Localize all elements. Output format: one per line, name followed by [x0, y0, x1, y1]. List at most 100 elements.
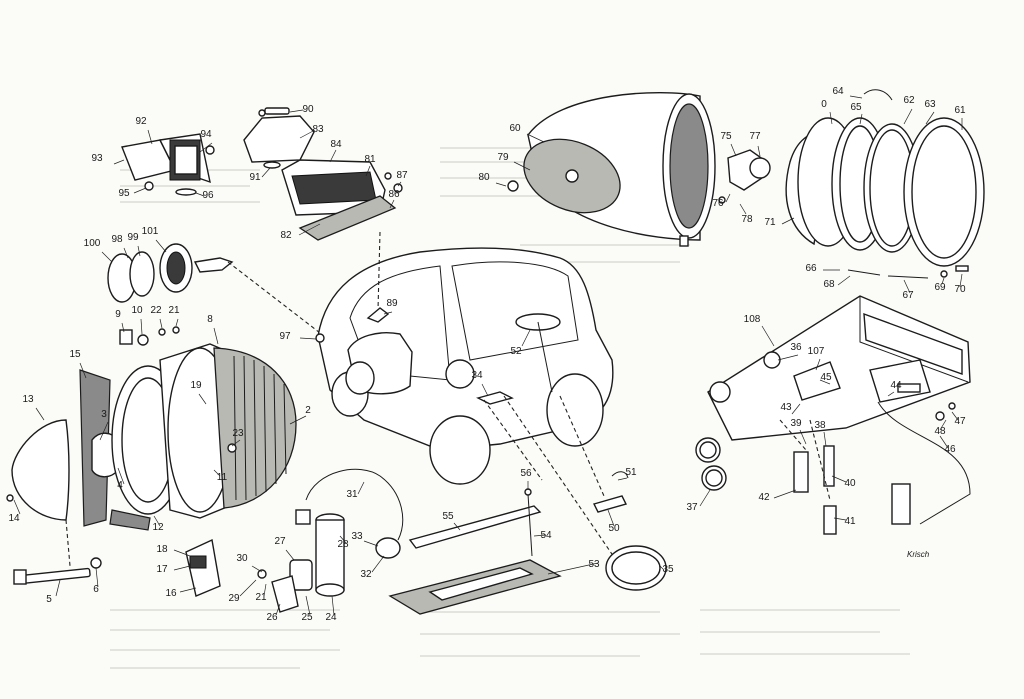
callout-15-label: 15 — [69, 349, 81, 360]
leader-line — [99, 421, 109, 441]
callout-22-label: 22 — [150, 305, 162, 316]
leader-line — [371, 555, 385, 573]
leader-line — [739, 203, 747, 215]
callout-3-label: 3 — [101, 409, 107, 420]
callout-38-label: 38 — [814, 420, 826, 431]
callout-66-label: 66 — [805, 263, 817, 274]
column-cover-rings — [107, 243, 325, 337]
leader-line — [198, 393, 207, 405]
callout-70-label: 70 — [954, 284, 966, 295]
callout-35-label: 35 — [662, 564, 674, 575]
callout-4-label: 4 — [117, 480, 123, 491]
leader-line — [799, 429, 807, 445]
leader-line — [140, 318, 143, 335]
callout-17-label: 17 — [156, 564, 168, 575]
leader-line — [155, 239, 167, 253]
leader-line — [773, 489, 797, 499]
callout-51-label: 51 — [625, 467, 637, 478]
leader-line — [925, 111, 935, 125]
callout-11-label: 11 — [217, 472, 228, 483]
callout-92-label: 92 — [135, 116, 147, 127]
callout-81-label: 81 — [364, 154, 376, 165]
callout-45-label: 45 — [820, 372, 832, 383]
callout-21b-label: 21 — [255, 592, 267, 603]
callout-28-label: 28 — [337, 539, 349, 550]
leader-line — [289, 415, 307, 425]
leader-line — [365, 165, 371, 177]
callout-31-label: 31 — [346, 489, 358, 500]
callout-13-label: 13 — [22, 394, 34, 405]
leader-line — [547, 562, 599, 575]
leader-line — [133, 187, 147, 194]
callout-84-label: 84 — [330, 139, 342, 150]
leader-line — [147, 129, 153, 145]
leader-line — [761, 325, 775, 347]
callout-40-label: 40 — [844, 478, 856, 489]
leader-line — [939, 435, 949, 449]
callout-75-label: 75 — [720, 131, 732, 142]
callout-2-label: 2 — [305, 405, 311, 416]
callout-27-label: 27 — [274, 536, 286, 547]
leader-line — [137, 245, 141, 257]
leader-line — [173, 549, 191, 557]
leader-line — [357, 481, 365, 495]
leader-line — [659, 565, 665, 571]
leader-line — [95, 567, 99, 588]
callout-99-label: 99 — [127, 232, 139, 243]
callout-55-label: 55 — [442, 511, 454, 522]
leader-line — [331, 595, 335, 616]
leader-line — [305, 595, 311, 616]
leader-line — [101, 251, 113, 263]
leader-line — [383, 311, 393, 315]
leader-line — [175, 318, 179, 327]
callout-26-label: 26 — [266, 612, 278, 623]
leader-line — [903, 279, 911, 294]
leader-line — [829, 111, 833, 125]
leader-line — [781, 217, 795, 225]
leader-line — [55, 579, 61, 597]
leader-line — [521, 329, 531, 347]
callout-30-label: 30 — [236, 553, 248, 564]
leader-line — [275, 603, 281, 616]
callout-91-label: 91 — [249, 172, 261, 183]
leader-line — [121, 322, 125, 333]
callout-24-label: 24 — [325, 612, 337, 623]
callout-41-label: 41 — [844, 516, 856, 527]
battery-tray-assembly — [695, 295, 971, 535]
callout-10-label: 10 — [131, 305, 143, 316]
callout-50-label: 50 — [608, 523, 620, 534]
show-through-lines — [110, 147, 910, 669]
callout-21a-label: 21 — [168, 305, 180, 316]
callout-100-label: 100 — [84, 238, 101, 249]
leader-line — [617, 477, 628, 481]
callout-63-label: 63 — [924, 99, 936, 110]
callout-48-label: 48 — [934, 426, 946, 437]
leader-line — [13, 499, 21, 515]
callout-19-label: 19 — [190, 380, 202, 391]
callout-83-label: 83 — [312, 124, 324, 135]
leader-line — [823, 431, 827, 447]
callout-95-label: 95 — [118, 188, 130, 199]
dynastarter-assembly — [6, 326, 297, 597]
leader-line — [951, 411, 959, 421]
leader-line — [791, 403, 801, 415]
leader-line — [298, 223, 321, 236]
leader-line — [261, 167, 271, 178]
leader-line — [363, 540, 379, 547]
callout-56-label: 56 — [520, 468, 532, 479]
leader-line — [285, 549, 295, 561]
callout-16-label: 16 — [165, 588, 177, 599]
callout-14-label: 14 — [8, 513, 20, 524]
floor-plate-and-linkage — [388, 471, 667, 615]
callout-80-label: 80 — [478, 172, 490, 183]
callout-37-label: 37 — [686, 502, 698, 513]
leader-line — [833, 517, 847, 521]
leader-line — [533, 534, 547, 537]
leader-line — [849, 95, 863, 99]
callout-12-label: 12 — [152, 522, 164, 533]
leader-line — [117, 467, 125, 485]
callout-90-label: 90 — [302, 104, 314, 115]
leader-line — [453, 522, 461, 531]
leader-line — [819, 379, 831, 385]
